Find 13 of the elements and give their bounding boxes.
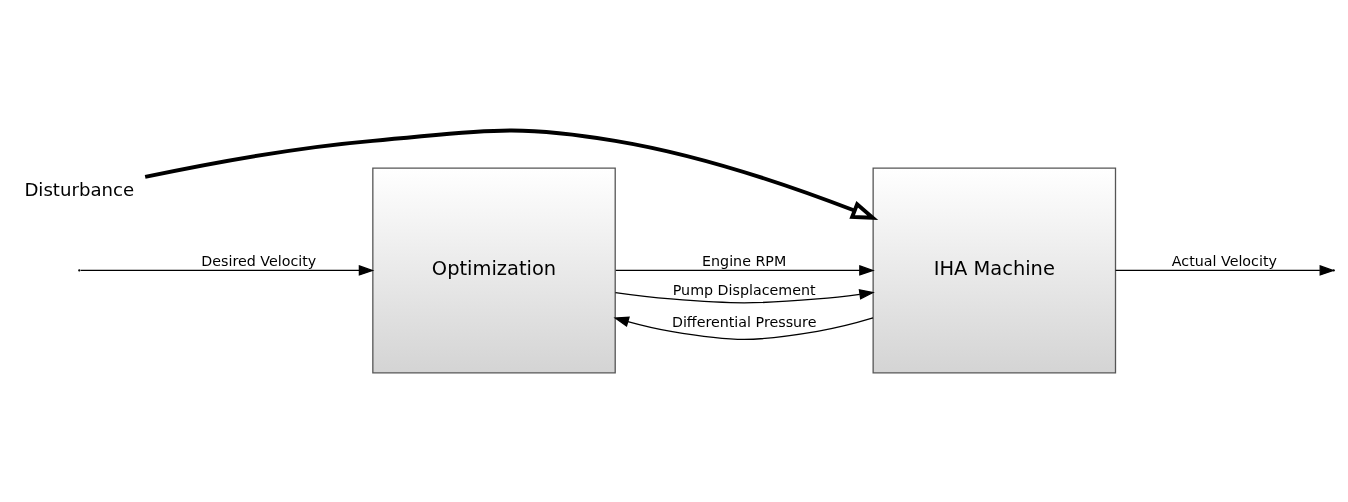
node-box: IHA Machine: [872, 166, 1117, 373]
edge-label: Desired Velocity: [201, 252, 317, 269]
arrow: [613, 316, 874, 340]
edge-label: Pump Displacement: [672, 281, 816, 298]
edge-label: Actual Velocity: [1171, 252, 1277, 269]
node-text: Disturbance: [24, 178, 135, 200]
edge-label: Engine RPM: [702, 252, 787, 269]
arrow: [614, 288, 875, 303]
arrow: [144, 128, 879, 220]
edge-label: Differential Pressure: [671, 313, 817, 330]
arrow: [80, 264, 375, 276]
arrow: [615, 264, 875, 276]
node-box: Optimization: [372, 166, 616, 373]
